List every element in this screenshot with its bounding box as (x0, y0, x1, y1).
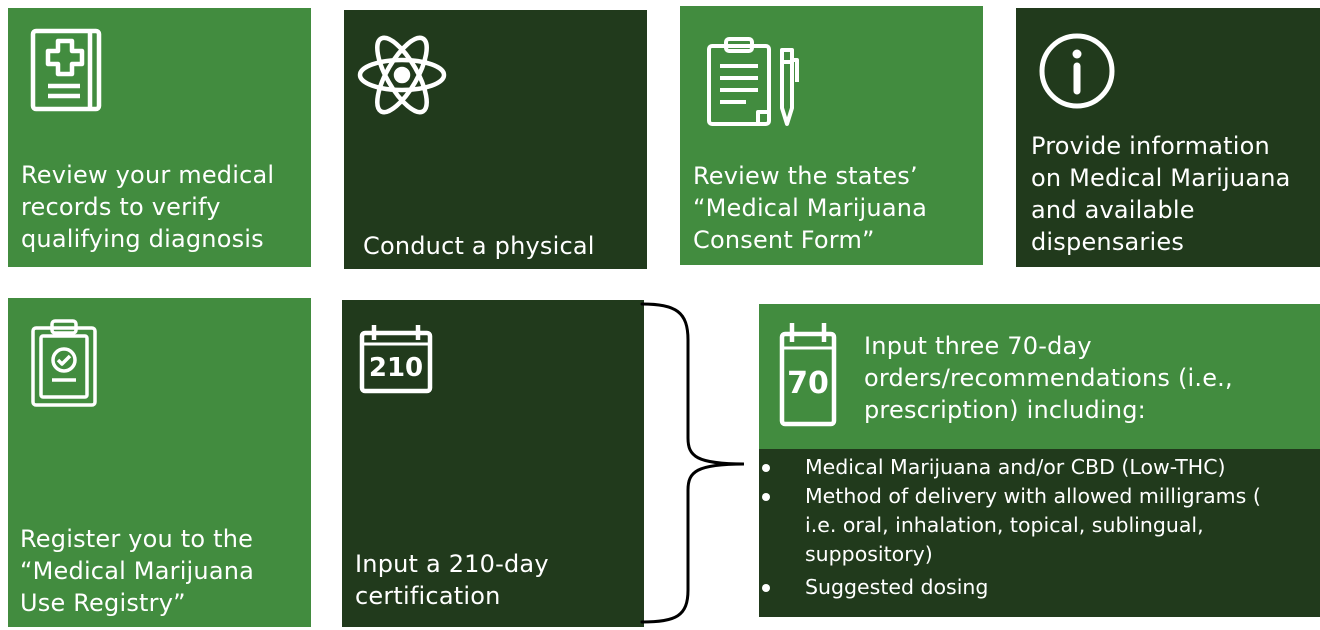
orders-header: 70 Input three 70-day orders/recommendat… (759, 304, 1320, 449)
bullet-text: Suggested dosing (805, 575, 989, 599)
step-register: Register you to the “Medical Marijuana U… (8, 298, 311, 627)
bullet-text: Medical Marijuana and/or CBD (Low-THC) (805, 455, 1226, 479)
orders-heading: Input three 70-day orders/recommendation… (864, 332, 1233, 424)
info-icon (1038, 32, 1116, 110)
step-provide-info: Provide information on Medical Marijuana… (1016, 8, 1320, 267)
list-item: Medical Marijuana and/or CBD (Low-THC) (759, 453, 1314, 482)
step-review-records: Review your medical records to verify qu… (8, 8, 311, 267)
step-conduct-physical: Conduct a physical (344, 10, 647, 269)
orders-panel: 70 Input three 70-day orders/recommendat… (759, 304, 1320, 617)
step-text: Register you to the “Medical Marijuana U… (20, 525, 255, 617)
step-210-day: 210 Input a 210-day certification (342, 300, 644, 627)
curly-brace (640, 300, 750, 630)
step-text: Review your medical records to verify qu… (21, 161, 275, 253)
list-item: Suggested dosing (759, 573, 1314, 602)
medical-record-icon (30, 28, 112, 112)
atom-icon (356, 32, 448, 118)
calendar-icon: 210 (359, 322, 433, 394)
calendar-icon: 70 (779, 320, 837, 428)
list-item: Method of delivery with allowed milligra… (759, 482, 1314, 569)
step-text: Conduct a physical (363, 232, 595, 260)
orders-bullet-list: Medical Marijuana and/or CBD (Low-THC) M… (759, 453, 1314, 602)
calendar-number: 210 (368, 353, 424, 383)
step-text: Review the states’ “Medical Marijuana Co… (693, 162, 928, 254)
clipboard-check-icon (30, 318, 98, 408)
step-text: Input a 210-day certification (355, 550, 549, 610)
clipboard-pen-icon (706, 36, 802, 128)
calendar-number: 70 (787, 366, 829, 401)
step-text: Provide information on Medical Marijuana… (1031, 132, 1291, 256)
bullet-text: Method of delivery with allowed milligra… (805, 484, 1261, 566)
step-review-consent: Review the states’ “Medical Marijuana Co… (680, 6, 983, 265)
